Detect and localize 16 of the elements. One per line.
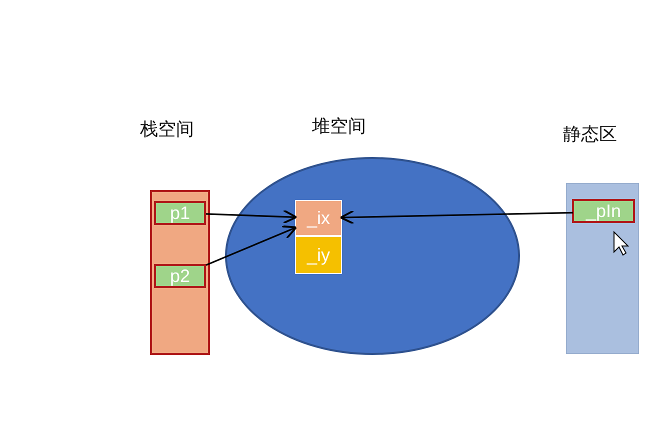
arrow [206, 209, 298, 224]
area-heading: 栈空间 [140, 118, 194, 141]
field-box [295, 200, 342, 236]
variable-name: _ix [306, 206, 331, 230]
variable-box [154, 264, 206, 288]
area-heading: 堆空间 [312, 115, 366, 138]
variable-name: p1 [168, 203, 192, 223]
arrow [206, 225, 298, 266]
variable-name: _pIn [584, 201, 622, 221]
field-box [295, 236, 342, 274]
area-heading: 静态区 [563, 123, 617, 146]
variable-name: _iy [306, 244, 331, 267]
variable-box [154, 201, 206, 225]
arrow [340, 210, 574, 225]
variable-box [572, 199, 635, 223]
variable-name: p2 [168, 266, 192, 286]
